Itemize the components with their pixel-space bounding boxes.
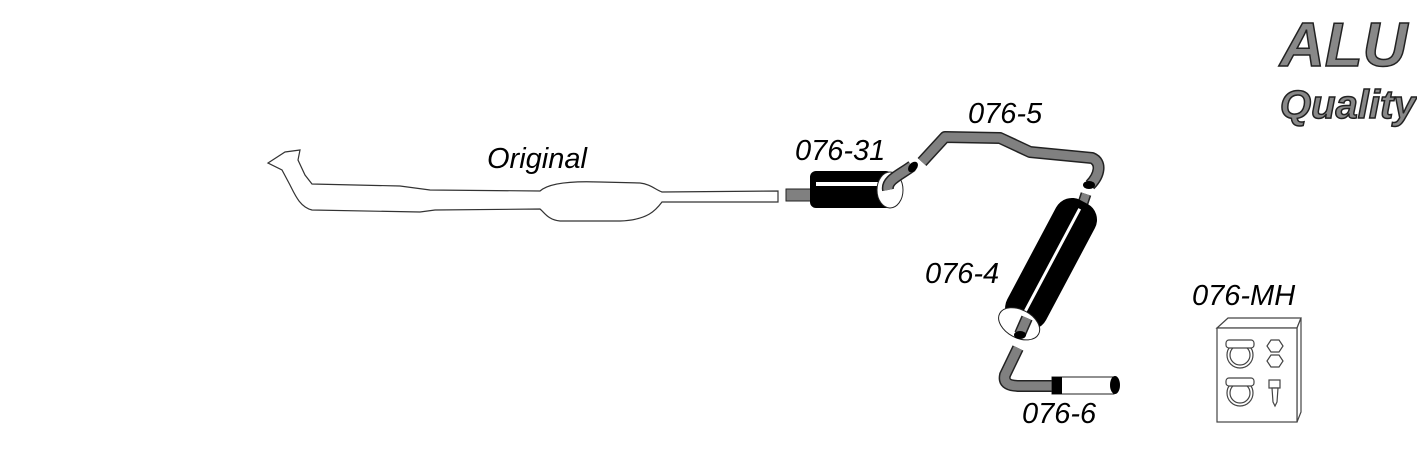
label-076-mh: 076-MH xyxy=(1192,280,1295,312)
logo-alu: ALU xyxy=(1278,11,1410,80)
part-076-4-pipe xyxy=(917,131,1105,190)
label-076-5: 076-4 xyxy=(925,258,999,290)
alu-quality-logo: ALU Quality xyxy=(1277,10,1417,128)
bolt-icon xyxy=(1268,379,1281,408)
nut-icon xyxy=(1266,339,1284,353)
label-076-4: 076-5 xyxy=(968,98,1043,130)
part-076-6-tailpipe xyxy=(998,345,1120,395)
label-076-31: 076-31 xyxy=(795,135,885,167)
part-076-5-middle-muffler xyxy=(998,192,1098,341)
original-pipe xyxy=(266,149,779,222)
clamp-icon xyxy=(1225,377,1255,407)
label-076-6: 076-6 xyxy=(1022,398,1097,430)
part-076-mh-mounting-kit xyxy=(1215,317,1302,423)
nut-icon xyxy=(1266,354,1284,368)
label-original: Original xyxy=(487,143,588,175)
clamp-icon xyxy=(1225,339,1255,369)
logo-quality: Quality xyxy=(1280,83,1417,127)
part-076-31-rear-muffler xyxy=(785,161,918,209)
